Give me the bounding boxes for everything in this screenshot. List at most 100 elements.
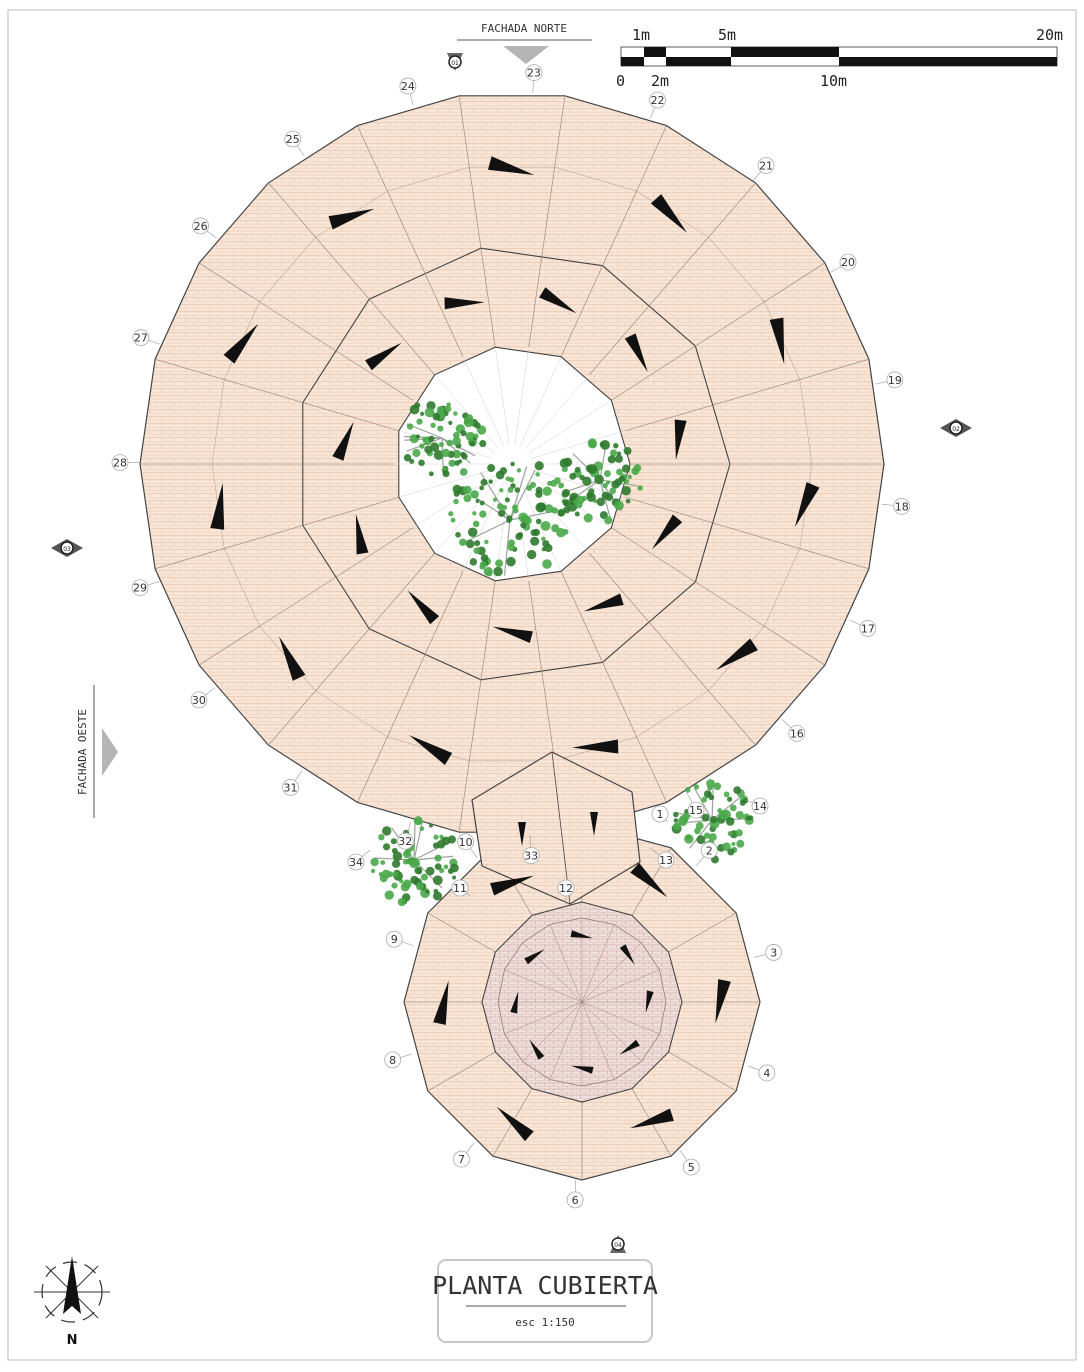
tree-icon: [370, 816, 458, 906]
tree-leaf: [453, 411, 457, 415]
tree-leaf: [547, 481, 552, 486]
tree-leaf: [472, 511, 476, 515]
axis-label: 28: [112, 455, 140, 471]
tree-leaf: [506, 557, 516, 567]
axis-label: 4: [748, 1065, 775, 1081]
tree-leaf: [496, 471, 505, 480]
tree-leaf: [533, 529, 540, 536]
tree-leaf: [563, 458, 572, 467]
tree-leaf: [378, 834, 384, 840]
tree-leaf: [556, 528, 565, 537]
svg-text:03: 03: [63, 546, 71, 553]
tree-leaf: [445, 406, 452, 413]
tree-leaf: [487, 464, 495, 472]
axis-number: 14: [753, 800, 767, 813]
tree-leaf: [562, 489, 570, 497]
axis-number: 26: [194, 220, 208, 233]
tree-leaf: [706, 779, 715, 788]
tree-leaf: [460, 452, 465, 457]
axis-label: 23: [526, 65, 542, 93]
tree-leaf: [370, 858, 378, 866]
tree-leaf: [429, 471, 434, 476]
tree-leaf: [575, 467, 581, 473]
tree-leaf: [584, 513, 593, 522]
tree-leaf: [401, 882, 410, 891]
tree-leaf: [510, 462, 514, 466]
tree-leaf: [493, 498, 497, 502]
axis-number: 10: [459, 836, 473, 849]
axis-number: 31: [284, 781, 298, 794]
tree-leaf: [407, 423, 413, 429]
tree-leaf: [537, 502, 546, 511]
tree-leaf: [637, 485, 643, 491]
tree-leaf: [474, 433, 479, 438]
tree-leaf: [587, 464, 597, 474]
tree-leaf: [591, 442, 597, 448]
axis-number: 1: [657, 808, 664, 821]
tree-leaf: [563, 500, 570, 507]
tree-leaf: [444, 865, 449, 870]
tree-leaf: [484, 540, 489, 545]
tree-leaf: [694, 784, 699, 789]
tree-leaf: [433, 842, 439, 848]
axis-label: 16: [782, 720, 805, 742]
axis-label: 15: [687, 792, 704, 818]
tree-leaf: [499, 488, 503, 492]
tree-leaf: [530, 482, 536, 488]
tree-leaf: [383, 843, 390, 850]
tree-leaf: [470, 490, 478, 498]
axis-number: 27: [134, 332, 148, 345]
axis-label: 3: [754, 944, 781, 960]
tree-leaf: [460, 468, 468, 476]
tree-leaf: [479, 486, 484, 491]
west-elevation-label: FACHADA OESTE: [76, 709, 89, 795]
tree-leaf: [452, 876, 456, 880]
tree-leaf: [726, 817, 735, 826]
tree-leaf: [626, 499, 630, 503]
tree-leaf: [557, 510, 564, 517]
axis-number: 9: [391, 933, 398, 946]
tree-leaf: [674, 818, 679, 823]
tree-leaf: [455, 532, 461, 538]
tree-leaf: [459, 539, 466, 546]
axis-number: 25: [286, 133, 300, 146]
axis-number: 2: [706, 844, 713, 857]
tree-leaf: [393, 871, 399, 877]
tree-leaf: [631, 467, 639, 475]
tree-leaf: [412, 859, 420, 867]
tree-leaf: [468, 528, 478, 538]
tree-leaf: [453, 485, 462, 494]
section-marker-left: 03: [51, 539, 83, 557]
tree-leaf: [439, 442, 444, 447]
section-marker-bottom: 04: [610, 1235, 626, 1253]
tree-leaf: [403, 850, 411, 858]
axis-number: 33: [524, 850, 538, 863]
tree-leaf: [474, 422, 480, 428]
tree-leaf: [385, 890, 394, 899]
tree-leaf: [416, 882, 424, 890]
tree-leaf: [575, 511, 580, 516]
axis-number: 24: [401, 80, 415, 93]
tree-leaf: [473, 521, 480, 528]
tree-leaf: [508, 487, 514, 493]
tree-leaf: [509, 477, 514, 482]
tree-leaf: [392, 860, 400, 868]
tree-leaf: [748, 815, 753, 820]
tree-leaf: [558, 482, 564, 488]
north-letter: N: [67, 1333, 78, 1348]
tree-leaf: [594, 475, 604, 485]
axis-number: 28: [113, 457, 127, 470]
tree-leaf: [621, 486, 630, 495]
tree-leaf: [536, 487, 543, 494]
tree-branch: [712, 784, 713, 820]
axis-number: 11: [453, 882, 467, 895]
compass-rose-icon: [34, 1256, 110, 1322]
tree-leaf: [518, 513, 528, 523]
svg-text:01: 01: [451, 60, 459, 67]
tree-leaf: [476, 499, 480, 503]
axis-number: 7: [458, 1153, 465, 1166]
tree-leaf: [709, 833, 717, 841]
tree-leaf: [446, 440, 452, 446]
